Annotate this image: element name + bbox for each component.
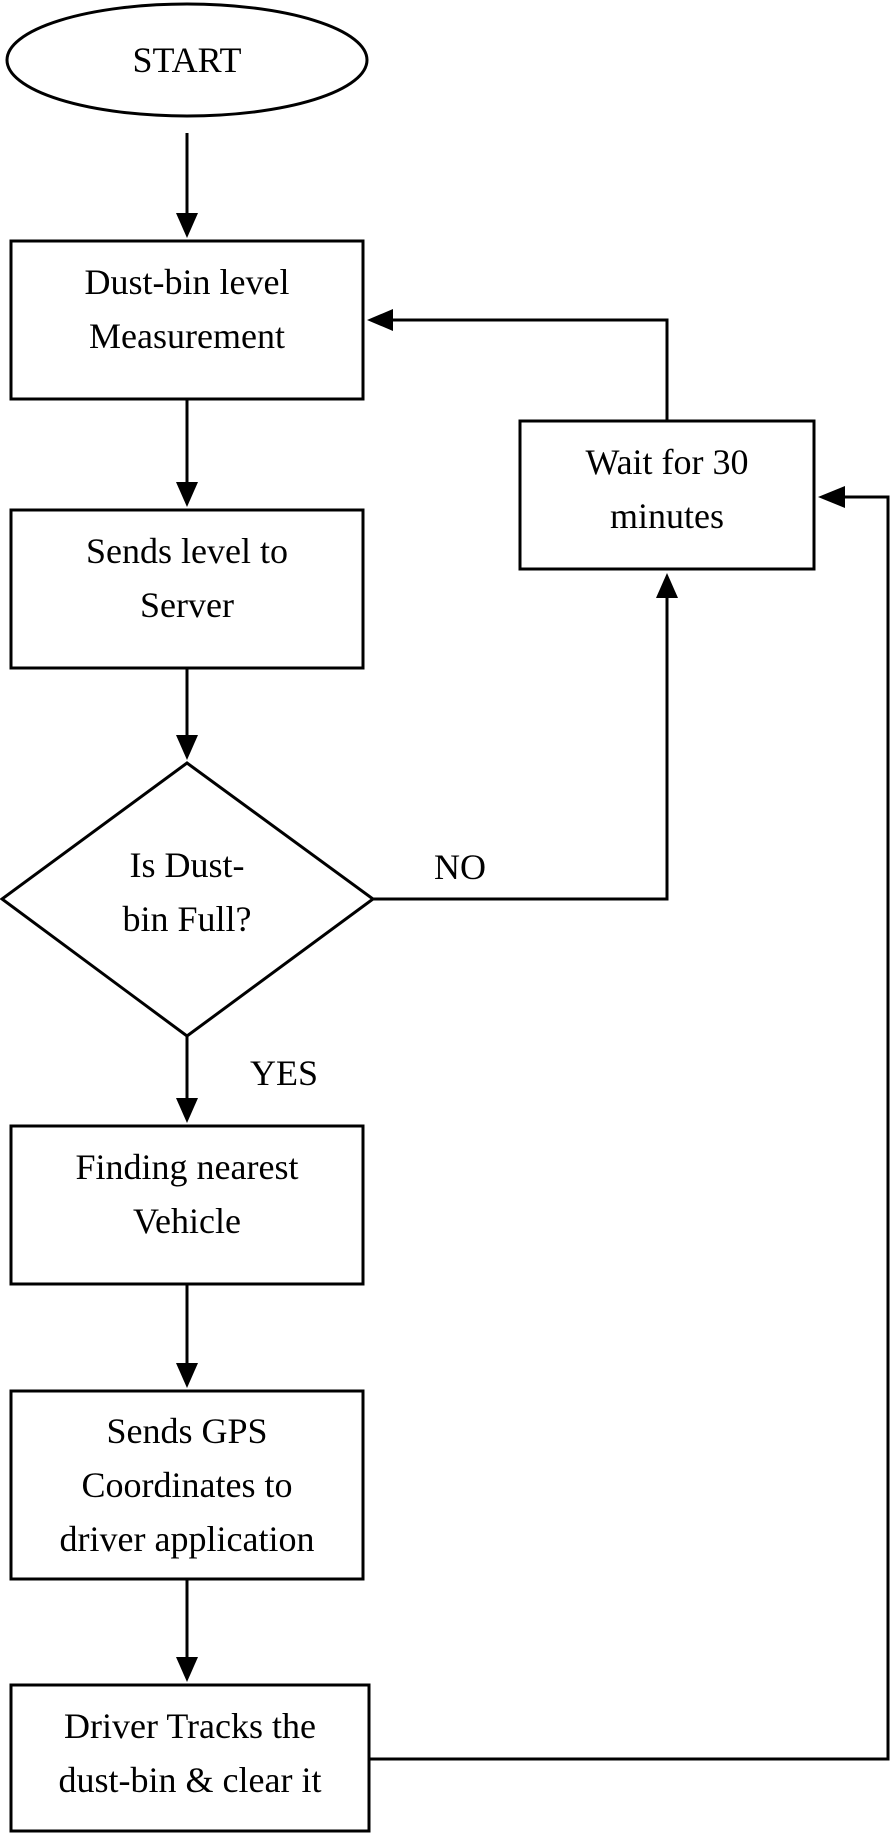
arrow-start-to-measurement	[176, 133, 198, 238]
start-node: START	[5, 2, 369, 118]
arrow-send-level-to-decision	[176, 668, 198, 760]
find-vehicle-label-line1: Finding nearest	[76, 1147, 299, 1187]
wait-box: Wait for 30 minutes	[518, 419, 816, 571]
arrow-driver-to-wait	[369, 486, 890, 1761]
measurement-label-line1: Dust-bin level	[85, 262, 290, 302]
arrow-find-vehicle-to-send-gps	[176, 1284, 198, 1388]
send-level-label-line2: Server	[140, 585, 234, 625]
arrow-wait-to-measurement	[367, 309, 669, 421]
decision-diamond: Is Dust- bin Full?	[0, 761, 376, 1038]
decision-label-line2: bin Full?	[122, 899, 251, 939]
measurement-label-line2: Measurement	[89, 316, 285, 356]
arrow-decision-yes-to-find-vehicle	[176, 1036, 198, 1123]
arrow-decision-no-to-wait	[373, 573, 678, 901]
send-gps-label-line3: driver application	[60, 1519, 315, 1559]
driver-box: Driver Tracks the dust-bin & clear it	[9, 1683, 371, 1833]
find-vehicle-label-line2: Vehicle	[133, 1201, 241, 1241]
find-vehicle-box: Finding nearest Vehicle	[9, 1124, 365, 1286]
no-branch-label: NO	[434, 847, 486, 887]
measurement-box: Dust-bin level Measurement	[9, 239, 365, 401]
wait-label-line2: minutes	[610, 496, 724, 536]
start-label: START	[133, 40, 242, 80]
driver-label-line1: Driver Tracks the	[64, 1706, 316, 1746]
send-level-label-line1: Sends level to	[86, 531, 288, 571]
send-level-box: Sends level to Server	[9, 508, 365, 670]
decision-label-line1: Is Dust-	[130, 845, 245, 885]
driver-label-line2: dust-bin & clear it	[59, 1760, 322, 1800]
arrow-measurement-to-send-level	[176, 399, 198, 507]
send-gps-label-line1: Sends GPS	[106, 1411, 267, 1451]
send-gps-box: Sends GPS Coordinates to driver applicat…	[9, 1389, 365, 1581]
arrow-send-gps-to-driver	[176, 1579, 198, 1682]
yes-branch-label: YES	[250, 1053, 318, 1093]
send-gps-label-line2: Coordinates to	[82, 1465, 293, 1505]
wait-label-line1: Wait for 30	[585, 442, 748, 482]
